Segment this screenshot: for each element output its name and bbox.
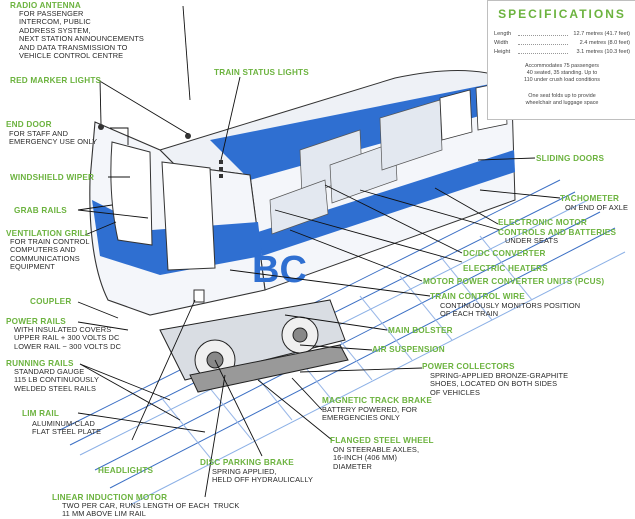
callout-lim-rail-desc: ALUMINUM-CLAD FLAT STEEL PLATE — [32, 419, 102, 437]
callout-train-status-lights: TRAIN STATUS LIGHTS — [214, 68, 309, 77]
callout-power-collectors: POWER COLLECTORS — [422, 362, 515, 371]
specifications-panel: SPECIFICATIONS Length 12.7 metres (41.7 … — [487, 0, 635, 120]
spec-label: Height — [494, 49, 511, 55]
callout-electronic-motor-controls-desc: UNDER SEATS — [505, 236, 559, 245]
callout-motor-power-converter: MOTOR POWER CONVERTER UNITS (PCUs) — [423, 277, 605, 286]
spec-wheelchair-note: One seat folds up to provide wheelchair … — [525, 93, 599, 106]
callout-magnetic-track-brake-desc: BATTERY POWERED, FOR EMERGENCIES ONLY — [322, 405, 418, 423]
spec-value: 12.7 metres (41.7 feet) — [573, 31, 630, 37]
callout-tachometer-desc: ON END OF AXLE — [565, 203, 629, 212]
callout-sliding-doors: SLIDING DOORS — [536, 154, 605, 163]
leader-lines — [77, 5, 561, 498]
callout-electric-heaters: ELECTRIC HEATERS — [463, 264, 548, 273]
callout-grab-rails: GRAB RAILS — [14, 206, 67, 215]
callout-disc-parking-brake: DISC PARKING BRAKE — [200, 458, 294, 467]
callout-tachometer: TACHOMETER — [560, 194, 620, 203]
callout-power-collectors-desc: SPRING-APPLIED BRONZE-GRAPHITE SHOES, LO… — [430, 371, 569, 397]
callout-radio-antenna: RADIO ANTENNA — [10, 1, 81, 10]
callout-main-bolster: MAIN BOLSTER — [388, 326, 453, 335]
interior-seats — [269, 99, 443, 235]
callout-flanged-steel-wheel: FLANGED STEEL WHEEL — [330, 436, 434, 445]
callout-magnetic-track-brake: MAGNETIC TRACK BRAKE — [322, 396, 432, 405]
side-windshield — [161, 161, 216, 271]
spec-label: Length — [494, 31, 512, 37]
callout-red-marker-lights: RED MARKER LIGHTS — [10, 76, 102, 85]
callout-electronic-motor-controls: ELECTRONIC MOTOR CONTROLS AND BATTERIES — [498, 218, 617, 237]
callout-power-rails: POWER RAILS — [6, 317, 66, 326]
spec-label: Width — [494, 40, 509, 46]
callout-running-rails: RUNNING RAILS — [6, 359, 74, 368]
callout-running-rails-desc: STANDARD GAUGE 115 LB CONTINUOUSLY WELDE… — [14, 367, 99, 393]
front-windshield — [110, 141, 153, 246]
callout-headlights: HEADLIGHTS — [98, 466, 154, 475]
callout-ventilation-grill-desc: FOR TRAIN CONTROL COMPUTERS AND COMMUNIC… — [10, 237, 90, 272]
callout-disc-parking-brake-desc: SPRING APPLIED, HELD OFF HYDRAULICALLY — [212, 467, 314, 485]
spec-capacity-note: Accommodates 75 passengers 40 seated, 35… — [523, 63, 601, 83]
callout-linear-induction-motor-desc: TWO PER CAR, RUNS LENGTH OF EACH TRUCK 1… — [62, 501, 240, 519]
callout-lim-rail: LIM RAIL — [22, 409, 60, 418]
callout-dc-dc-converter: DC/DC CONVERTER — [463, 249, 546, 258]
car-logo: BC — [252, 249, 307, 291]
spec-dots — [518, 44, 568, 45]
spec-value: 3.1 metres (10.3 feet) — [576, 49, 630, 55]
car-side-lower-stripe — [258, 150, 515, 256]
callout-air-suspension: AIR SUSPENSION — [372, 345, 445, 354]
callout-train-control-wire: TRAIN CONTROL WIRE — [430, 292, 525, 301]
callout-windshield-wiper: WINDSHIELD WIPER — [10, 173, 95, 182]
spec-dots — [518, 35, 568, 36]
callout-power-rails-desc: WITH INSULATED COVERS UPPER RAIL + 300 V… — [14, 325, 122, 351]
spec-value: 2.4 metres (8.0 feet) — [579, 40, 630, 46]
headlight — [193, 289, 205, 303]
callout-coupler: COUPLER — [30, 297, 72, 306]
marker-light — [98, 124, 104, 130]
callout-linear-induction-motor: LINEAR INDUCTION MOTOR — [52, 493, 168, 502]
callout-flanged-steel-wheel-desc: ON STEERABLE AXLES, 16-INCH (406 mm) DIA… — [333, 445, 420, 471]
callout-end-door: END DOOR — [6, 120, 52, 129]
marker-light — [185, 133, 191, 139]
callout-train-control-wire-desc: CONTINUOUSLY MONITORS POSITION OF EACH T… — [440, 301, 581, 319]
specifications-title: SPECIFICATIONS — [498, 7, 626, 21]
status-lights — [219, 160, 223, 178]
callout-radio-antenna-desc: FOR PASSENGER INTERCOM, PUBLIC ADDRESS S… — [19, 9, 144, 61]
callout-ventilation-grill: VENTILATION GRILL — [6, 229, 91, 238]
spec-dots — [518, 53, 568, 54]
callout-end-door-desc: FOR STAFF AND EMERGENCY USE ONLY — [9, 129, 98, 147]
